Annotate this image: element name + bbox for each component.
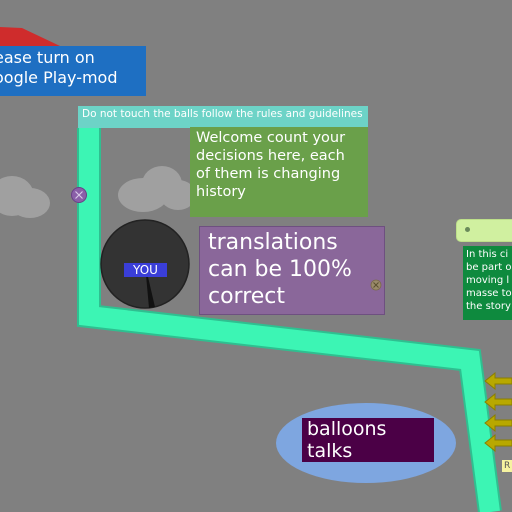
close-marker-icon[interactable] bbox=[70, 186, 88, 204]
path-track-fill bbox=[79, 128, 500, 512]
player-label: YOU bbox=[124, 263, 167, 277]
welcome-panel: Welcome count your decisions here, each … bbox=[190, 127, 368, 217]
red-corner-shape bbox=[0, 27, 60, 46]
translations-panel: translations can be 100% correct bbox=[199, 226, 385, 315]
arrow-left-icon[interactable] bbox=[484, 434, 512, 452]
toggle-pill[interactable] bbox=[456, 219, 512, 242]
balloon-label: balloons talks bbox=[302, 418, 434, 462]
cloud-left-puff bbox=[10, 188, 50, 218]
arrow-left-icon[interactable] bbox=[484, 372, 512, 390]
story-line-4: masse to bbox=[466, 288, 512, 299]
story-panel: In this ci be part o moving l masse to t… bbox=[463, 246, 512, 320]
corner-tag[interactable]: R bbox=[502, 460, 512, 472]
arrow-left-icon[interactable] bbox=[484, 414, 512, 432]
banner-line-1: ease turn on bbox=[0, 48, 95, 67]
arrow-left-icon[interactable] bbox=[484, 393, 512, 411]
story-line-1: In this ci bbox=[466, 249, 509, 260]
banner-line-2: oogle Play-mod bbox=[0, 68, 118, 87]
story-line-2: be part o bbox=[466, 262, 512, 273]
pill-dot-icon bbox=[465, 227, 470, 232]
rules-bar: Do not touch the balls follow the rules … bbox=[78, 106, 368, 128]
close-icon[interactable] bbox=[370, 279, 382, 291]
story-line-5: the story bbox=[466, 301, 511, 312]
story-line-3: moving l bbox=[466, 275, 510, 286]
play-mode-banner[interactable]: ease turn on oogle Play-mod bbox=[0, 46, 146, 96]
